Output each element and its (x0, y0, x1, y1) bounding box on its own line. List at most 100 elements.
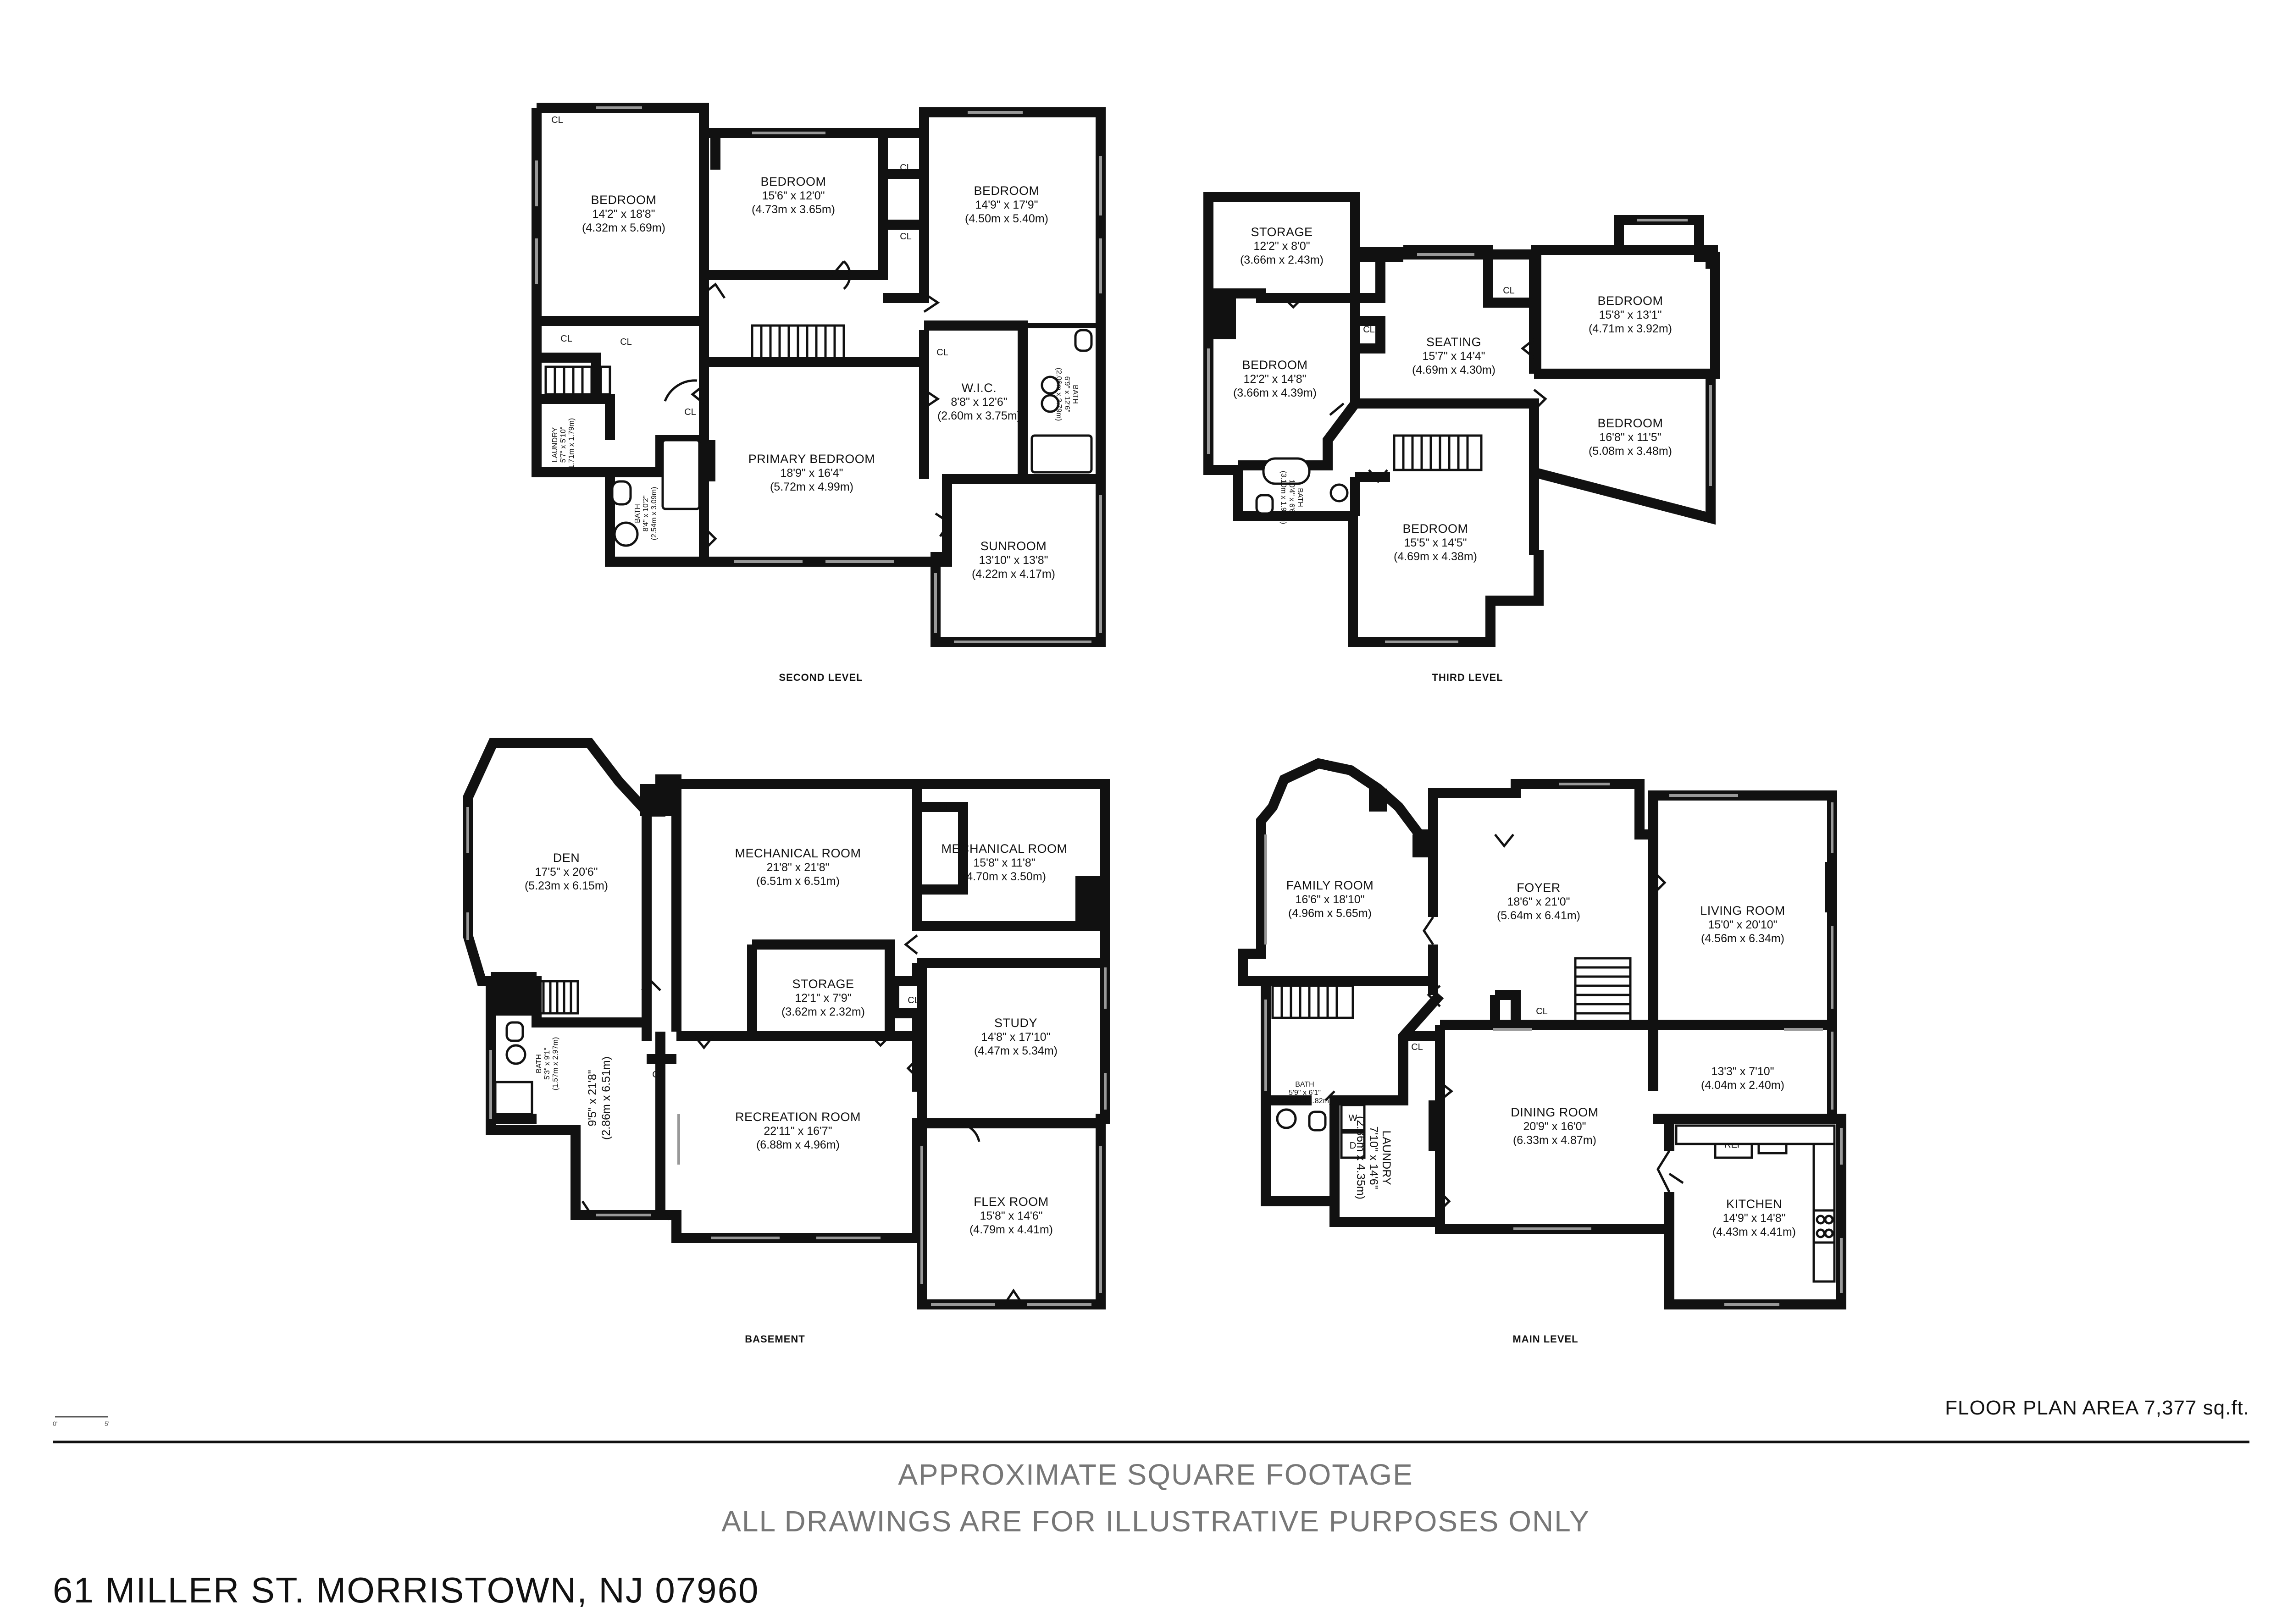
basement-mechanical-1-name: MECHANICAL ROOM (735, 846, 861, 860)
basement-title: BASEMENT (745, 1333, 805, 1345)
third-bath-metric: (3.10m x 1.95m) (1279, 471, 1287, 524)
second-bedroom-3-name: BEDROOM (974, 184, 1039, 198)
third-seating-name: SEATING (1426, 335, 1481, 349)
closet-label: CL (900, 232, 912, 242)
main-dining-room-name: DINING ROOM (1511, 1105, 1599, 1119)
third-bedroom-1-metric: (3.66m x 4.39m) (1233, 387, 1317, 399)
main-kitchen-imperial: 14'9" x 14'8" (1723, 1212, 1785, 1225)
property-address: 61 MILLER ST. MORRISTOWN, NJ 07960 (53, 1570, 759, 1610)
third-storage-imperial: 12'2" x 8'0" (1253, 240, 1310, 253)
second-bath-1-metric: (2.06m x 3.79m) (1055, 368, 1063, 421)
main-living-room-metric: (4.56m x 6.34m) (1701, 932, 1784, 945)
closet-label: CL (620, 337, 632, 347)
basement-mechanical-1-imperial: 21'8" x 21'8" (766, 861, 829, 874)
second-bedroom-1-metric: (4.32m x 5.69m) (582, 221, 665, 234)
main-bath-metric: (1.73m x 1.82m) (1278, 1097, 1331, 1105)
main-foyer-imperial: 18'6" x 21'0" (1507, 895, 1570, 908)
second-bath-1-imperial: 6'9" x 12'6" (1063, 376, 1071, 413)
second-bedroom-2-imperial: 15'6" x 12'0" (762, 189, 825, 202)
second-primary-bedroom-metric: (5.72m x 4.99m) (770, 481, 853, 493)
third-bedroom-4-imperial: 15'5" x 14'5" (1404, 536, 1467, 549)
main-laundry-name: LAUNDRY (1380, 1130, 1393, 1185)
basement-recreation-name: RECREATION ROOM (735, 1110, 861, 1124)
main-dining-room-imperial: 20'9" x 16'0" (1523, 1120, 1586, 1133)
second-bedroom-2-metric: (4.73m x 3.65m) (752, 203, 835, 216)
second-laundry-name: LAUNDRY (551, 427, 559, 463)
main-laundry-metric: (2.36m x 4.35m) (1354, 1116, 1367, 1199)
closet-label: CL (1503, 286, 1515, 296)
basement-plan: CL CL CL DEN 17'5" x 20'6" (5.23m x 6.15… (463, 738, 1110, 1345)
second-bedroom-3-metric: (4.50m x 5.40m) (965, 212, 1048, 225)
closet-label: CL (1411, 1042, 1423, 1052)
basement-storage-imperial: 12'1" x 7'9" (795, 992, 851, 1005)
second-wic-metric: (2.60m x 3.75m) (937, 409, 1021, 422)
basement-den-name: DEN (553, 851, 580, 865)
main-level-title: MAIN LEVEL (1512, 1333, 1578, 1345)
closet-label: CL (1363, 325, 1375, 335)
main-bath-name: BATH (1295, 1081, 1314, 1088)
third-storage-name: STORAGE (1251, 225, 1313, 239)
dryer-label: D (1350, 1141, 1356, 1151)
third-bedroom-3-imperial: 16'8" x 11'5" (1599, 431, 1661, 444)
basement-bath-name: BATH (535, 1054, 543, 1073)
basement-mechanical-2-metric: (4.70m x 3.50m) (963, 870, 1046, 883)
second-primary-bedroom-imperial: 18'9" x 16'4" (780, 467, 843, 480)
second-bedroom-3-imperial: 14'9" x 17'9" (975, 199, 1038, 211)
third-bedroom-1-name: BEDROOM (1242, 358, 1307, 372)
main-kitchen-metric: (4.43m x 4.41m) (1712, 1226, 1796, 1238)
closet-label: CL (652, 1070, 664, 1080)
main-living-room-name: LIVING ROOM (1700, 904, 1785, 917)
scale-bar-end: 5' (105, 1420, 109, 1427)
basement-flex-metric: (4.79m x 4.41m) (969, 1223, 1053, 1236)
basement-mechanical-2-name: MECHANICAL ROOM (941, 842, 1067, 856)
third-bedroom-4-metric: (4.69m x 4.38m) (1394, 550, 1477, 563)
main-nook-imperial: 13'3" x 7'10" (1711, 1065, 1774, 1078)
closet-label: CL (684, 407, 696, 417)
washer-label: W (1349, 1113, 1357, 1123)
basement-den-imperial: 17'5" x 20'6" (535, 866, 598, 878)
closet-label: CL (936, 348, 948, 358)
basement-den-metric: (5.23m x 6.15m) (525, 879, 608, 892)
main-dining-room-metric: (6.33m x 4.87m) (1513, 1134, 1596, 1147)
disclaimer-line-2: ALL DRAWINGS ARE FOR ILLUSTRATIVE PURPOS… (721, 1505, 1590, 1538)
main-bath-imperial: 5'9" x 6'1" (1289, 1089, 1321, 1097)
third-bedroom-2-metric: (4.71m x 3.92m) (1589, 322, 1672, 335)
main-laundry-imperial: 7'10" x 14'6" (1367, 1126, 1380, 1189)
main-foyer-metric: (5.64m x 6.41m) (1497, 909, 1580, 922)
second-bedroom-2-name: BEDROOM (760, 175, 826, 188)
third-bedroom-2-imperial: 15'8" x 13'1" (1599, 309, 1662, 321)
basement-mechanical-1-metric: (6.51m x 6.51m) (756, 875, 840, 888)
second-bath-2-metric: (2.54m x 3.09m) (650, 487, 658, 540)
second-level-plan: CL CL CL CL CL CL CL BEDROOM 14'2" x 18'… (532, 103, 1106, 683)
basement-flex-imperial: 15'8" x 14'6" (980, 1210, 1042, 1222)
floor-plan-area: FLOOR PLAN AREA 7,377 sq.ft. (1945, 1397, 2249, 1419)
third-seating-imperial: 15'7" x 14'4" (1422, 350, 1485, 363)
third-level-title: THIRD LEVEL (1432, 672, 1503, 683)
basement-study-name: STUDY (994, 1016, 1037, 1030)
second-bedroom-1-name: BEDROOM (591, 193, 656, 207)
second-bedroom-1-imperial: 14'2" x 18'8" (592, 208, 655, 221)
third-bedroom-3-metric: (5.08m x 3.48m) (1589, 445, 1672, 458)
second-sunroom-imperial: 13'10" x 13'8" (979, 554, 1048, 567)
basement-hall-imperial: 9'5" x 21'8" (586, 1070, 599, 1126)
second-laundry-metric: (1.71m x 1.79m) (568, 418, 576, 471)
disclaimer-line-1: APPROXIMATE SQUARE FOOTAGE (898, 1458, 1413, 1491)
main-family-room-imperial: 16'6" x 18'10" (1295, 893, 1364, 906)
basement-study-metric: (4.47m x 5.34m) (974, 1044, 1058, 1057)
main-kitchen-name: KITCHEN (1726, 1197, 1782, 1211)
second-laundry-imperial: 5'7" x 5'10" (559, 427, 567, 463)
third-bath-imperial: 10'4" x 6'6" (1288, 480, 1296, 516)
second-wic-imperial: 8'8" x 12'6" (951, 396, 1007, 409)
closet-label: CL (560, 334, 572, 344)
closet-label: CL (1536, 1006, 1548, 1016)
basement-recreation-imperial: 22'11" x 16'7" (764, 1125, 832, 1138)
third-bedroom-4-name: BEDROOM (1402, 522, 1468, 536)
basement-bath-imperial: 5'3" x 9'1" (543, 1048, 551, 1080)
closet-label: CL (551, 115, 563, 125)
basement-storage-metric: (3.62m x 2.32m) (781, 1005, 865, 1018)
basement-recreation-metric: (6.88m x 4.96m) (756, 1138, 840, 1151)
third-level-plan: CL CL STORAGE 12'2" x 8'0" (3.66m x 2.43… (1203, 192, 1720, 683)
second-level-title: SECOND LEVEL (779, 672, 863, 683)
main-living-room-imperial: 15'0" x 20'10" (1708, 918, 1777, 931)
